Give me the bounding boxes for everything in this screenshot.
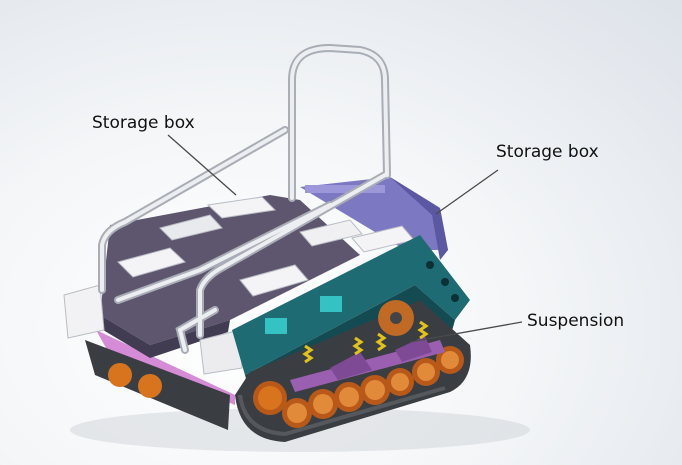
left-track <box>85 340 230 430</box>
roll-bar-frame <box>98 43 391 354</box>
storage-compartments <box>63 196 415 375</box>
suspension-label: Suspension <box>527 311 625 331</box>
leader-line-suspension <box>409 321 523 343</box>
suspension-assembly <box>290 320 445 392</box>
leader-line-storage-right <box>435 169 499 215</box>
rear-storage-box <box>300 177 448 260</box>
leader-line-storage-left <box>167 134 237 196</box>
storage-box-label-left: Storage box <box>92 113 195 133</box>
storage-box-label-right: Storage box <box>496 142 599 162</box>
callout-leaders <box>167 134 523 343</box>
road-wheels <box>253 300 464 428</box>
